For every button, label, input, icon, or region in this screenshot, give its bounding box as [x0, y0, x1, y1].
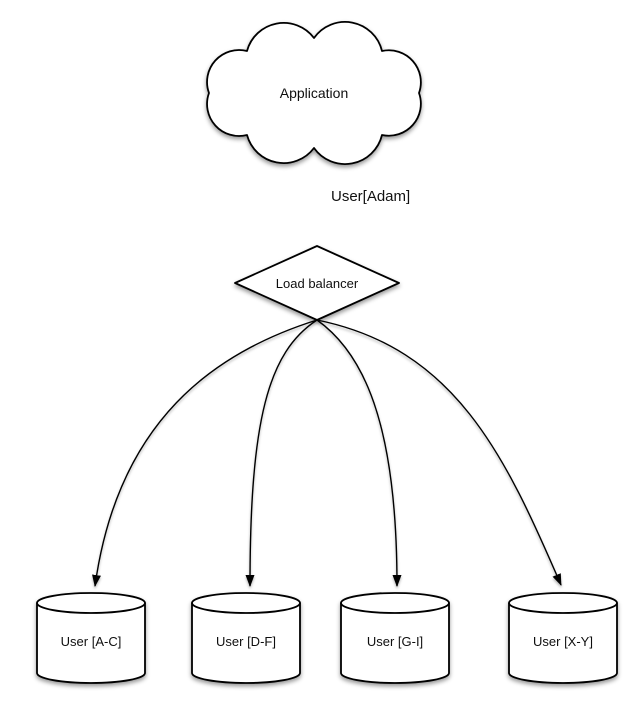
node-shard-g-i-label: User [G-I]	[367, 634, 423, 649]
diamond-shape	[234, 245, 400, 321]
edge-label-user-adam: User[Adam]	[331, 188, 410, 205]
database-icon	[36, 603, 146, 684]
node-shard-a-c: User [A-C]	[36, 592, 146, 684]
database-icon	[340, 603, 450, 684]
node-shard-x-y: User [X-Y]	[508, 592, 618, 684]
node-shard-a-c-label: User [A-C]	[61, 634, 122, 649]
cloud-icon	[206, 21, 422, 165]
edge-to-shard-g-i	[316, 319, 402, 587]
database-icon	[191, 603, 301, 684]
database-top	[36, 592, 146, 614]
node-shard-d-f-label: User [D-F]	[216, 634, 276, 649]
node-shard-x-y-label: User [X-Y]	[533, 634, 593, 649]
database-top	[191, 592, 301, 614]
node-load-balancer: Load balancer	[234, 245, 400, 321]
edge-to-shard-a-c	[92, 319, 318, 587]
database-icon	[508, 603, 618, 684]
edge-to-shard-d-f	[245, 319, 318, 587]
edges-loadbalancer-to-shards	[92, 319, 562, 587]
node-application: Application	[206, 21, 422, 165]
node-shard-d-f: User [D-F]	[191, 592, 301, 684]
node-application-label: Application	[280, 85, 349, 101]
edge-to-shard-x-y	[316, 319, 562, 586]
database-top	[508, 592, 618, 614]
node-load-balancer-label: Load balancer	[276, 276, 359, 291]
node-shard-g-i: User [G-I]	[340, 592, 450, 684]
database-top	[340, 592, 450, 614]
